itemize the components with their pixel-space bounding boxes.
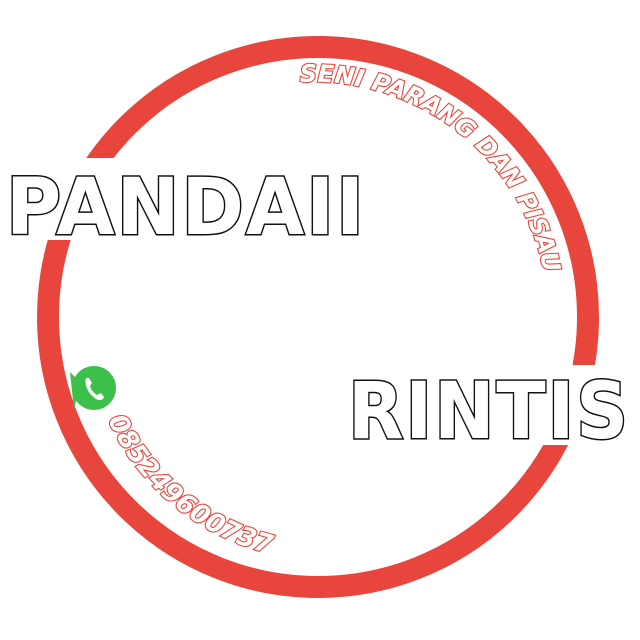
brand-word-top: PANDAII — [6, 163, 366, 253]
whatsapp-icon — [70, 366, 116, 410]
brand-word-bottom: RINTIS — [348, 367, 630, 457]
red-ring — [37, 36, 599, 598]
ring-gap-top — [0, 158, 372, 240]
ring-gap-bottom — [342, 365, 640, 445]
phone-number: 085249600737 — [102, 410, 277, 561]
phone-path-text: 085249600737 — [100, 409, 278, 562]
